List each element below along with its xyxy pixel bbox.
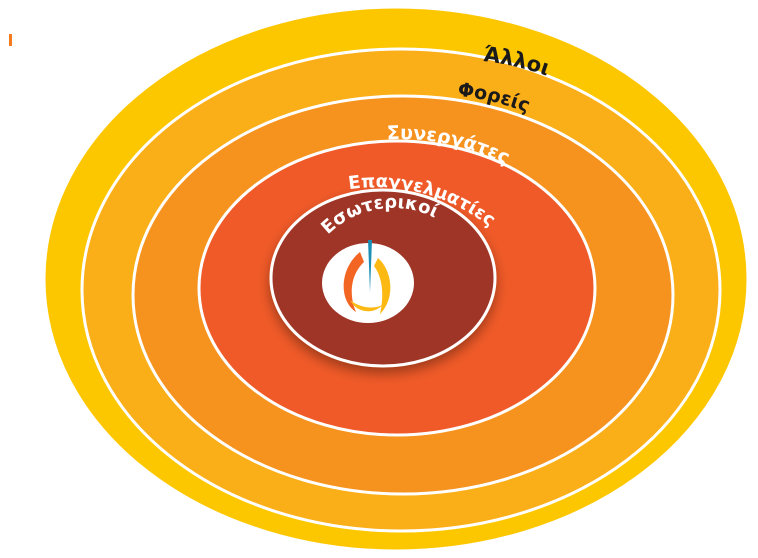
corner-accent-mark [9,34,12,46]
center-logo [322,240,414,323]
flame-logo-icon [343,240,391,314]
logo-white-oval [322,243,414,323]
